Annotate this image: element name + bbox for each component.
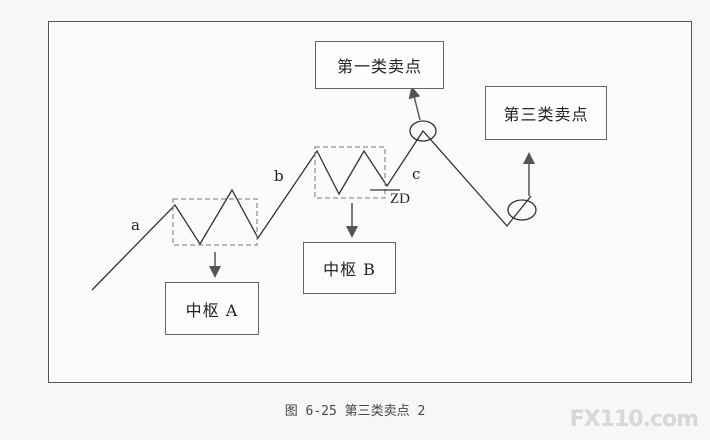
- sell-point-3-ellipse: [507, 199, 537, 221]
- sell-point-3-box: 第三类卖点: [485, 86, 607, 140]
- center-b-box: 中枢 B: [303, 242, 396, 294]
- center-a-box: 中枢 A: [165, 282, 259, 335]
- segment-label-a: a: [131, 216, 140, 234]
- segment-label-b: b: [274, 167, 284, 185]
- segment-label-c: c: [412, 165, 421, 183]
- arrow-sell-1: [408, 86, 421, 121]
- sell-point-1-box: 第一类卖点: [315, 41, 444, 89]
- watermark: FX110.com: [569, 407, 699, 432]
- price-path: [91, 129, 532, 291]
- zd-label: ZD: [390, 191, 410, 207]
- center-zone-b: [314, 146, 386, 199]
- figure-caption: 图 6-25 第三类卖点 2: [284, 404, 426, 419]
- sell-point-1-ellipse: [409, 120, 437, 142]
- center-zone-a: [172, 198, 258, 246]
